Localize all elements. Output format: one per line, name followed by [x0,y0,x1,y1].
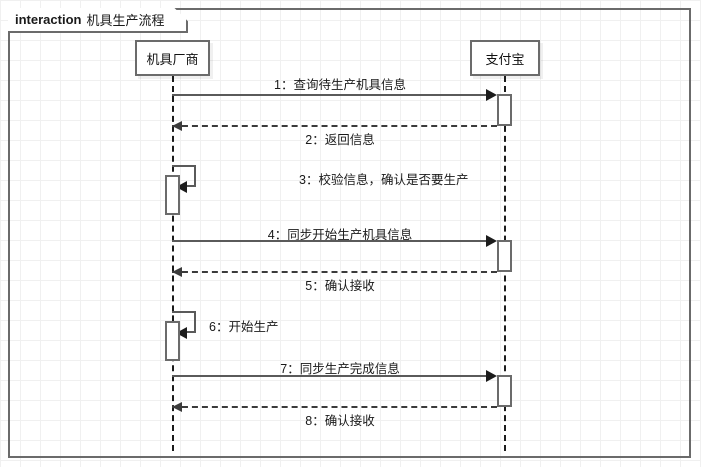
frame-name: 机具生产流程 [86,13,165,28]
activation-bar-alipay-1 [497,94,512,126]
activation-bar-alipay-3 [497,375,512,407]
message-line-8 [172,406,497,408]
lifeline-label-alipay: 支付宝 [485,51,525,67]
message-label-4: 4：同步开始生产机具信息 [267,228,413,242]
lifeline-label-manufacturer: 机具厂商 [146,51,199,67]
message-line-2 [172,125,497,127]
message-label-3: 3：校验信息，确认是否要生产 [299,173,469,187]
message-line-7 [172,375,494,377]
message-label-2: 2：返回信息 [305,133,375,147]
lifeline-head-alipay[interactable]: 支付宝 [470,40,540,76]
activation-bar-manufacturer-2 [165,321,180,361]
frame-keyword: interaction [15,12,82,27]
message-arrowhead-1 [486,89,497,101]
message-arrowhead-2 [172,121,182,131]
lifeline-head-manufacturer[interactable]: 机具厂商 [135,40,210,76]
message-arrowhead-5 [172,267,182,277]
message-label-8: 8：确认接收 [305,414,375,428]
message-label-5: 5：确认接收 [305,279,375,293]
message-arrowhead-6 [176,327,187,339]
interaction-frame [8,8,691,458]
activation-bar-manufacturer-1 [165,175,180,215]
message-line-5 [172,271,497,273]
message-arrowhead-8 [172,402,182,412]
message-arrowhead-4 [486,235,497,247]
lifeline-stem-manufacturer [172,76,174,451]
message-line-4 [172,240,494,242]
message-arrowhead-3 [176,181,187,193]
message-label-1: 1：查询待生产机具信息 [274,78,406,92]
interaction-frame-label: interaction 机具生产流程 [8,8,188,33]
message-label-6: 6：开始生产 [209,320,279,334]
message-arrowhead-7 [486,370,497,382]
activation-bar-alipay-2 [497,240,512,272]
message-line-1 [172,94,494,96]
message-label-7: 7：同步生产完成信息 [280,362,400,376]
